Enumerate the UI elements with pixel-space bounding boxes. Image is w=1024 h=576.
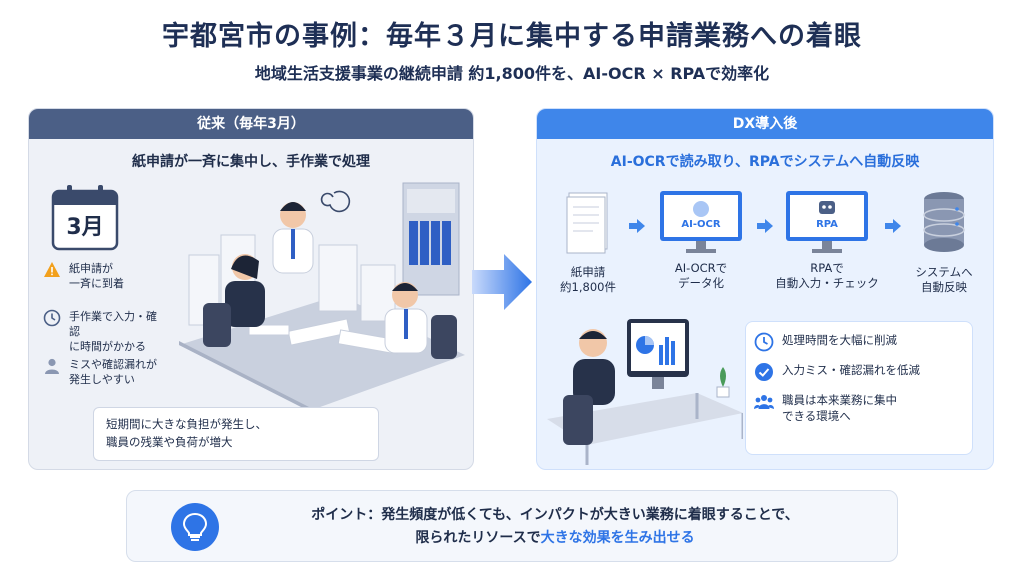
flow-label-line: システムへ	[915, 265, 973, 279]
point-line-2: 限られたリソースで大きな効果を生み出せる	[245, 527, 865, 550]
benefit-item: 処理時間を大幅に削減	[754, 332, 964, 352]
before-heading: 従来（毎年3月）	[29, 109, 473, 139]
page-title: 宇都宮市の事例：毎年３月に集中する申請業務への着眼	[162, 21, 862, 52]
flow-label-line: AI-OCRで	[674, 261, 728, 275]
benefit-line: 処理時間を大幅に削減	[782, 333, 897, 347]
flow-label-line: 紙申請	[570, 265, 606, 279]
flow-arrow-icon	[757, 219, 773, 233]
point-line-2-prefix: 限られたリソースで	[415, 530, 541, 546]
issue-line: 一斉に到着	[69, 277, 124, 290]
rpa-monitor-icon: RPA	[784, 189, 870, 255]
before-summary: 紙申請が一斉に集中し、手作業で処理	[132, 154, 370, 170]
check-circle-icon	[754, 362, 774, 382]
benefit-item: 入力ミス・確認漏れを低減	[754, 362, 964, 382]
rpa-screen-label: RPA	[816, 219, 838, 230]
person-icon	[43, 357, 61, 375]
transition-arrow-icon	[470, 250, 534, 318]
calendar-month: 3月	[66, 215, 104, 240]
ai-ocr-screen-label: AI-OCR	[681, 219, 721, 230]
flow-label-line: RPAで	[810, 261, 844, 275]
calendar-icon: 3月	[49, 181, 121, 253]
before-panel: 従来（毎年3月） 紙申請が一斉に集中し、手作業で処理 3月 紙申請が 一斉に到着…	[28, 108, 474, 470]
burden-note: 短期間に大きな負担が発生し、 職員の残業や負荷が増大	[93, 407, 379, 461]
flow-label-line: 自動反映	[921, 280, 967, 294]
benefit-line: 職員は本来業務に集中	[782, 393, 897, 407]
ai-ocr-monitor-icon: AI-OCR	[658, 189, 744, 255]
issue-line: 紙申請が	[69, 262, 113, 275]
note-line: 短期間に大きな負担が発生し、	[106, 417, 267, 431]
clock-icon	[754, 332, 774, 352]
point-line-1: ポイント：発生頻度が低くても、インパクトが大きい業務に着眼することで、	[311, 507, 799, 523]
database-icon	[921, 192, 967, 259]
flow-label-line: データ化	[678, 276, 724, 290]
after-summary: AI-OCRで読み取り、RPAでシステムへ自動反映	[610, 154, 920, 170]
issue-line: 発生しやすい	[69, 373, 135, 386]
issue-line: に時間がかかる	[69, 340, 146, 353]
benefits-box: 処理時間を大幅に削減 入力ミス・確認漏れを低減 職員は本来業務に集中 できる環境…	[745, 321, 973, 455]
benefit-line: できる環境へ	[782, 409, 851, 423]
flow-step-paper: 紙申請 約1,800件	[551, 189, 625, 295]
benefit-line: 入力ミス・確認漏れを低減	[782, 363, 920, 377]
paper-stack-icon	[563, 192, 613, 259]
issue-item: ミスや確認漏れが 発生しやすい	[43, 357, 159, 387]
point-highlight: 大きな効果を生み出せる	[540, 530, 695, 546]
page-subtitle: 地域生活支援事業の継続申請 約1,800件を、AI-OCR × RPAで効率化	[254, 64, 770, 83]
after-panel: DX導入後 AI-OCRで読み取り、RPAでシステムへ自動反映 紙申請 約1,8…	[536, 108, 994, 470]
flow-label-line: 約1,800件	[560, 280, 616, 294]
flow-arrow-icon	[885, 219, 901, 233]
warning-icon	[43, 261, 61, 279]
issue-line: 手作業で入力・確認	[69, 310, 157, 338]
flow-label-line: 自動入力・チェック	[775, 276, 879, 290]
lightbulb-icon	[171, 503, 219, 551]
issue-item: 紙申請が 一斉に到着	[43, 261, 159, 291]
flow-step-system: システムへ 自動反映	[903, 189, 985, 295]
key-point-box: ポイント：発生頻度が低くても、インパクトが大きい業務に着眼することで、 限られた…	[126, 490, 898, 562]
note-line: 職員の残業や負荷が増大	[106, 435, 233, 449]
issue-line: ミスや確認漏れが	[69, 358, 157, 371]
clock-icon	[43, 309, 61, 327]
issue-item: 手作業で入力・確認 に時間がかかる	[43, 309, 159, 354]
worker-at-desk-illustration	[547, 309, 745, 469]
flow-arrow-icon	[629, 219, 645, 233]
flow-step-rpa: RPA RPAで 自動入力・チェック	[769, 189, 885, 291]
flow-step-ai-ocr: AI-OCR AI-OCRで データ化	[651, 189, 751, 291]
benefit-item: 職員は本来業務に集中 できる環境へ	[754, 392, 964, 424]
busy-office-illustration	[169, 175, 465, 415]
after-heading: DX導入後	[537, 109, 993, 139]
people-icon	[754, 392, 774, 412]
